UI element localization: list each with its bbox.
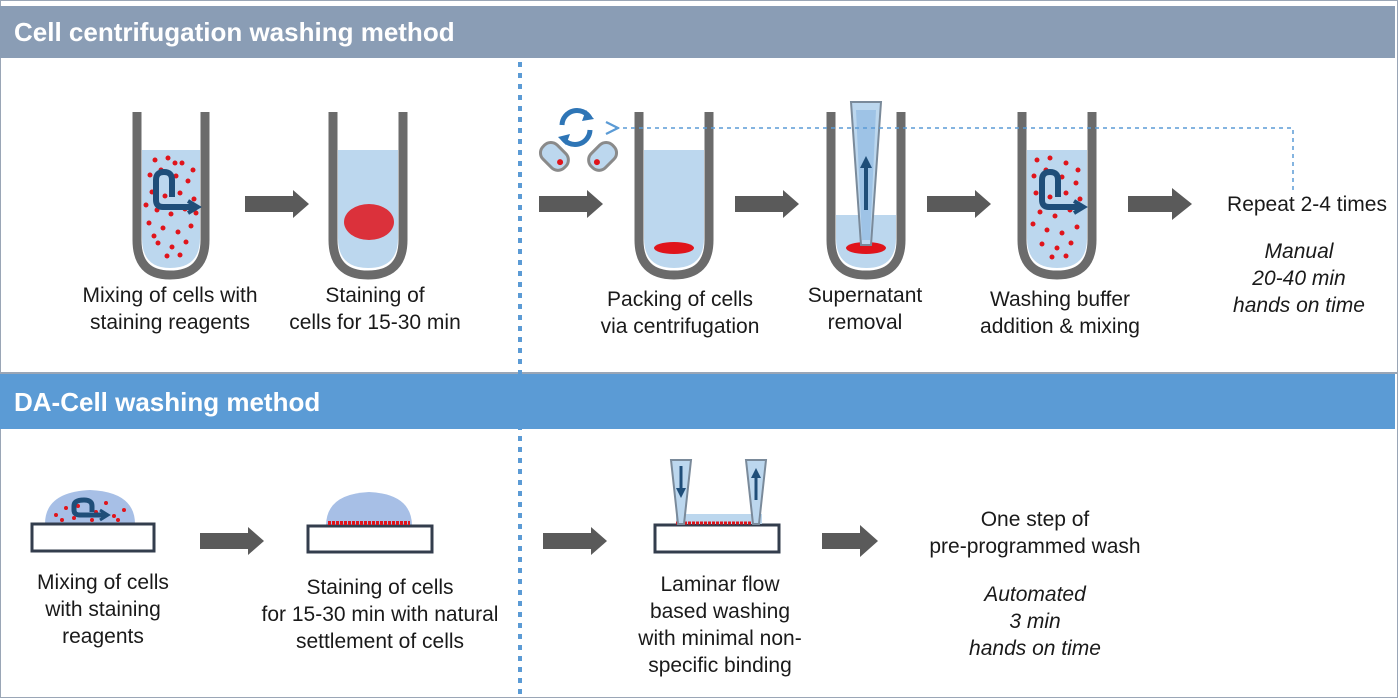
mode-label: Automated [984, 583, 1086, 606]
repeat-label: Repeat 2-4 times [1227, 193, 1387, 216]
caption-line: with minimal non- [638, 627, 802, 650]
bottom-section-title: DA-Cell washing method [0, 374, 1395, 429]
manual-summary: Manual 20-40 min hands on time [1214, 238, 1384, 319]
tube-supernatant [826, 101, 906, 280]
settled-cell-clump [344, 204, 394, 240]
result-caption: One step of pre-programmed wash [910, 506, 1160, 560]
process-arrows-top [245, 188, 1192, 220]
scattered-cells-1 [143, 155, 199, 259]
caption-line: settlement of cells [295, 630, 465, 653]
repeat-loop-arrow [612, 128, 1294, 190]
tube-packing [634, 112, 714, 280]
caption-line: Laminar flow [660, 573, 780, 596]
caption-line: One step of [980, 508, 1090, 531]
caption-line: Packing of cells [607, 288, 753, 311]
slide-mixing [30, 490, 156, 553]
packed-cell-pellet [654, 242, 694, 254]
caption-line: with staining [45, 598, 161, 621]
hands-on-label: hands on time [969, 637, 1101, 660]
caption-line: Washing buffer [989, 288, 1131, 311]
caption-line: pre-programmed wash [929, 535, 1141, 558]
top-section-frame [0, 0, 1398, 373]
caption-line: Mixing of cells [37, 571, 169, 594]
remaining-cell-pellet [846, 242, 886, 254]
caption-line: Supernatant [807, 284, 923, 307]
caption-line: specific binding [648, 654, 792, 677]
caption-line: Staining of cells [306, 576, 454, 599]
step-caption-mix-da: Mixing of cells with staining reagents [18, 569, 188, 650]
top-section-title: Cell centrifugation washing method [0, 6, 1395, 58]
caption-line: based washing [649, 600, 791, 623]
caption-line: staining reagents [90, 311, 250, 334]
automated-summary: Automated 3 min hands on time [950, 581, 1120, 662]
caption-line: cells for 15-30 min [289, 311, 461, 334]
step-caption-mixing: Mixing of cells with staining reagents [60, 282, 280, 336]
duration-label: 3 min [1009, 610, 1061, 633]
mix-arrow-icon-1 [153, 168, 202, 215]
process-arrows-bottom [200, 525, 878, 557]
centrifuge-icon [538, 107, 619, 172]
caption-line: Mixing of cells with [82, 284, 258, 307]
step-caption-staining-da: Staining of cells for 15-30 min with nat… [240, 574, 520, 655]
caption-line: removal [827, 311, 903, 334]
caption-line: addition & mixing [980, 315, 1140, 338]
scattered-cells-2 [1030, 155, 1083, 260]
caption-line: reagents [62, 625, 144, 648]
caption-line: for 15-30 min with natural [261, 603, 499, 626]
step-caption-staining: Staining of cells for 15-30 min [280, 282, 470, 336]
mix-arrow-icon-2 [1039, 168, 1088, 215]
step-caption-washing: Washing buffer addition & mixing [960, 286, 1160, 340]
step-caption-packing: Packing of cells via centrifugation [580, 286, 780, 340]
caption-line: via centrifugation [600, 315, 760, 338]
tube-staining [328, 112, 408, 280]
caption-line: Staining of [325, 284, 425, 307]
slide-staining [306, 492, 434, 554]
duration-label: 20-40 min [1252, 267, 1346, 290]
step-caption-laminar: Laminar flow based washing with minimal … [620, 571, 820, 679]
mode-label: Manual [1264, 240, 1334, 263]
slide-laminar-flow [653, 459, 781, 554]
hands-on-label: hands on time [1233, 294, 1365, 317]
step-caption-supernatant: Supernatant removal [790, 282, 940, 336]
